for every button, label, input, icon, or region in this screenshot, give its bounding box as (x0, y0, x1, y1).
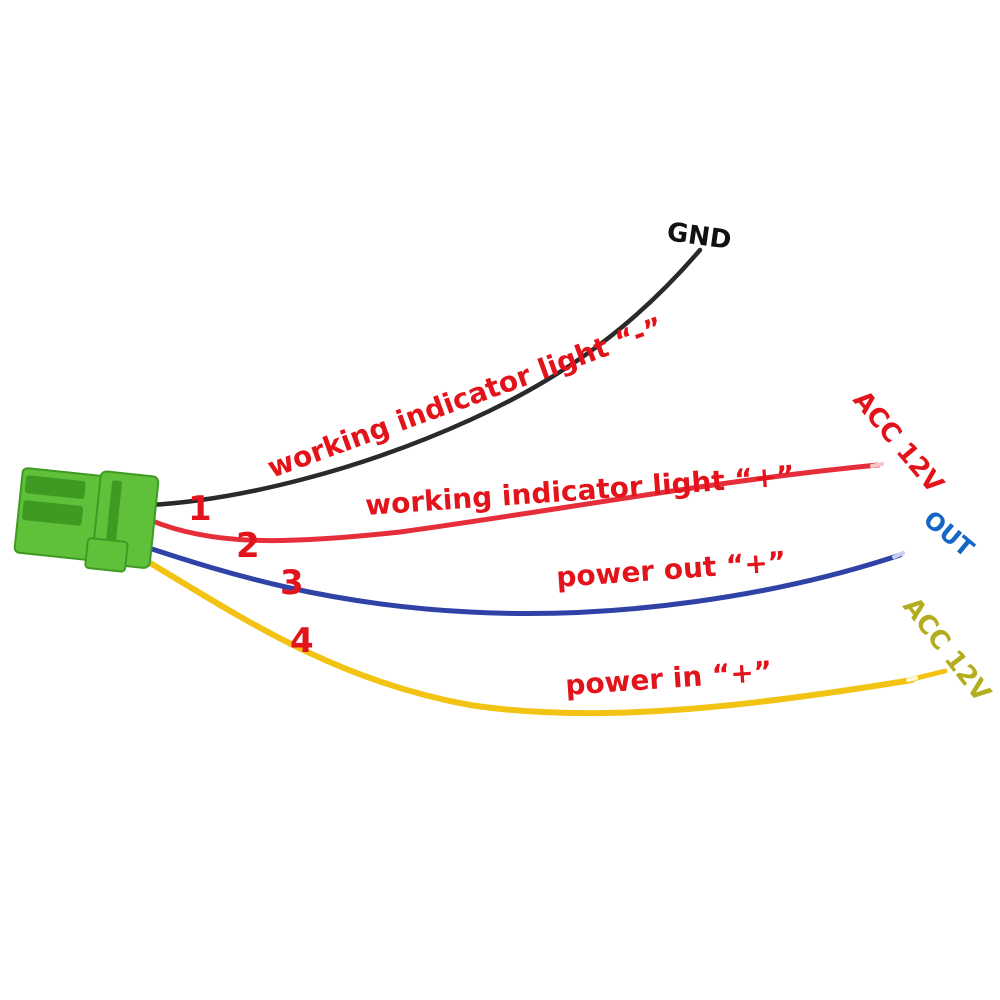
black-wire-function-label: working indicator light “-” (263, 310, 667, 484)
red-wire-function-label: working indicator light “+” (364, 459, 796, 522)
connector-latch-lip (104, 480, 123, 559)
pin-number-4: 4 (290, 621, 314, 661)
yellow-wire-end-label: ACC 12V (896, 592, 996, 708)
red-wire (147, 462, 881, 544)
red-wire-tip (870, 462, 884, 468)
pin-number-3: 3 (280, 563, 304, 603)
blue-wire (137, 542, 903, 616)
red-wire-end-label: ACC 12V (847, 385, 949, 499)
green-4-pin-connector-icon (13, 467, 160, 573)
blue-wire-end-label: OUT (918, 505, 980, 563)
black-wire (147, 247, 703, 508)
gnd-end-label: GND (665, 217, 733, 256)
connector-ridge-bottom (21, 500, 84, 526)
yellow-wire-function-label: power in “+” (564, 655, 773, 702)
yellow-wire-tip-bare (906, 676, 918, 682)
pin-number-1: 1 (188, 489, 212, 529)
yellow-wire (142, 557, 915, 717)
blue-wire-tip (892, 551, 905, 559)
connector-ridge-top (24, 475, 86, 499)
pin-number-2: 2 (236, 526, 260, 566)
blue-wire-function-label: power out “+” (555, 545, 787, 594)
connector-foot (84, 537, 129, 573)
